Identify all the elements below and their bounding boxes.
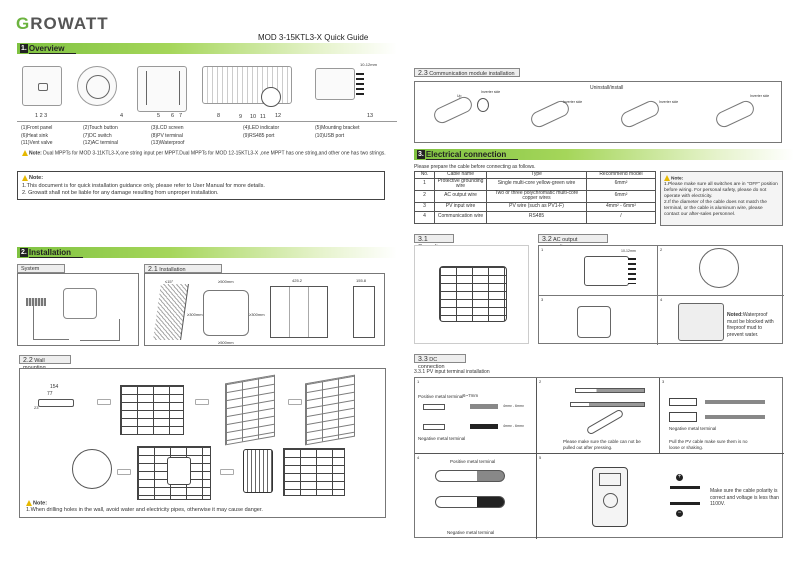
led-indicator-drawing xyxy=(77,66,117,106)
system-overview-diagram xyxy=(17,273,139,346)
positive-icon: + xyxy=(676,474,683,481)
ac-connector-drawing xyxy=(315,68,364,100)
electrical-note-box: Note: 1.Please make sure all switches ar… xyxy=(660,171,783,226)
wall-mounting-diagram: 154 77 23 Note: 1.When drilling holes in… xyxy=(19,368,386,518)
wall-note: Note: 1.When drilling holes in the wall,… xyxy=(26,500,263,514)
warning-icon xyxy=(26,500,32,506)
warning-icon xyxy=(22,174,28,181)
section-overview-header: 1.Overview xyxy=(17,43,397,54)
pv-input-title: 3.3.1 PV input terminal installation xyxy=(414,369,490,375)
warning-icon xyxy=(664,175,670,181)
negative-icon: − xyxy=(676,510,683,517)
bottom-ports-drawing xyxy=(202,66,292,107)
overview-figure: 10-12mm 1 2 3 4 5 6 7 8 9 10 11 12 13 xyxy=(17,58,397,120)
parts-list: (1)Front panel(2)Touch button(3)LCD scre… xyxy=(17,121,397,156)
front-panel-drawing xyxy=(22,66,62,106)
communication-module-diagram: Uninstall/install Up Inverter side Inver… xyxy=(414,81,782,143)
tab-system-overview: System overview xyxy=(17,264,65,279)
installation-requirements-diagram: ≥500mm ≥500mm ≥300mm ≥300mm ≤15° 425.2 1… xyxy=(144,273,385,346)
tab-installation-requirements: 2.1 Installation requirements xyxy=(144,264,222,280)
tab-grounding: 3.1 Grounding xyxy=(414,234,454,250)
overview-note-box: Note: 1.This document is for quick insta… xyxy=(17,171,385,200)
brand-logo: GROWATT xyxy=(16,14,109,33)
electrical-intro: Please prepare the cable before connecti… xyxy=(414,164,536,170)
ac-waterproof-note: Noted:Waterproof must be blocked with fi… xyxy=(727,312,774,338)
multimeter-drawing xyxy=(592,467,628,527)
warning-icon xyxy=(22,149,28,156)
section-installation-header: 2.Installation xyxy=(17,247,397,258)
tab-wall-mounting: 2.2 Wall mounting xyxy=(19,355,71,371)
grounding-diagram xyxy=(414,245,529,344)
section-electrical-header: 3.Electrical connection xyxy=(414,149,794,160)
tab-communication-module: 2.3 Communication module installation xyxy=(414,68,520,77)
tab-ac-output: 3.2 AC output connection xyxy=(538,234,608,250)
tab-dc-connection: 3.3 DC connection xyxy=(414,354,466,370)
mppt-note: Note: Dual MPPTs for MOD 3-11KTL3-X,one … xyxy=(21,149,393,157)
dc-connection-diagram: 1 Positive metal terminal 6~7mm 4mm² - 6… xyxy=(414,377,784,539)
document-title: MOD 3-15KTL3-X Quick Guide xyxy=(258,33,369,42)
ac-output-diagram: 1 2 3 4 10-12mm Noted:Waterproof must be… xyxy=(538,245,784,345)
heatsink-drawing xyxy=(137,66,187,112)
